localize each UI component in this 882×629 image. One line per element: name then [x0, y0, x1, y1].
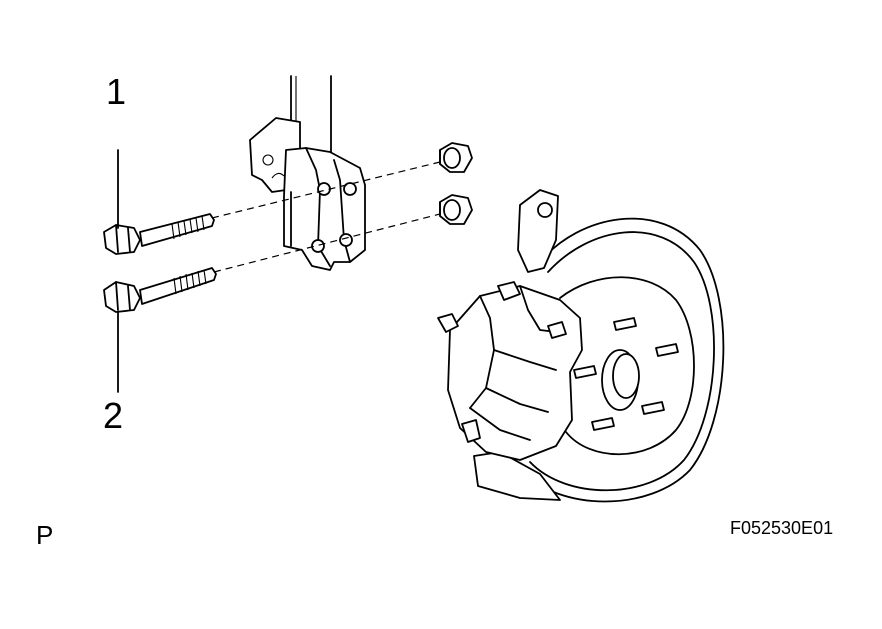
steering-knuckle	[473, 189, 561, 501]
figure-code: F052530E01	[730, 518, 834, 538]
callout-1: 1	[106, 71, 127, 112]
hub-studs	[573, 317, 679, 431]
callout-2: 2	[103, 395, 124, 436]
bolt-lower	[103, 267, 217, 313]
nut-upper	[439, 142, 473, 173]
bolt-upper	[103, 213, 215, 255]
view-marker: P	[36, 520, 54, 550]
strut-assembly	[249, 75, 366, 271]
nut-lower	[439, 194, 473, 225]
brake-caliper	[437, 281, 583, 461]
brake-disc	[519, 217, 725, 503]
alignment-lines	[211, 161, 441, 273]
